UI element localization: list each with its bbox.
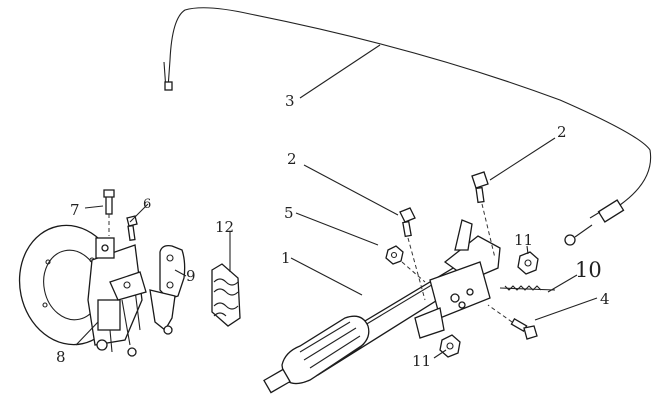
- part-10-pin: [499, 285, 556, 291]
- callout-7: 7: [70, 201, 80, 219]
- callout-11-upper: 11: [514, 231, 533, 249]
- callout-9: 9: [186, 267, 196, 285]
- cable-end-fitting: [164, 81, 173, 91]
- part-6-bolt: [126, 215, 138, 241]
- part-4-bolt: [487, 304, 538, 340]
- callout-6: 6: [143, 197, 151, 212]
- callout-11-lower: 11: [412, 352, 431, 370]
- callout-12: 12: [215, 218, 234, 236]
- callout-2-right: 2: [557, 123, 567, 141]
- callout-labels: 3 2 2 5 1 4 12 7 6 9 8 10 11 11: [56, 92, 610, 370]
- part-8-brake-assembly: [18, 224, 147, 357]
- actuator-body: [97, 299, 121, 331]
- part-2-bolt-left: [399, 207, 426, 301]
- cable-adjuster: [597, 199, 625, 223]
- part-12-springs: [211, 263, 241, 327]
- part-1-brake-lever: [263, 219, 501, 394]
- part-3-cable: [163, 7, 652, 246]
- callout-2-left: 2: [287, 150, 297, 168]
- grip-end-cap: [263, 368, 291, 394]
- cable-eye-end: [564, 234, 576, 246]
- part-2-bolt-right: [471, 171, 496, 259]
- part-5-nut: [385, 245, 426, 283]
- callout-4: 4: [600, 290, 610, 308]
- part-9-shoe-plate: [149, 244, 186, 335]
- callout-1: 1: [281, 249, 291, 267]
- leader-lines: [75, 44, 598, 359]
- callout-3: 3: [285, 92, 295, 110]
- part-11-nut-lower: [439, 334, 461, 358]
- callout-10: 10: [575, 258, 602, 282]
- callout-8: 8: [56, 348, 66, 366]
- part-7-bolt: [103, 189, 115, 236]
- part-11-nut-upper: [517, 251, 539, 275]
- lever-bracket: [429, 261, 491, 319]
- release-pawl: [454, 219, 473, 251]
- callout-5: 5: [284, 204, 294, 222]
